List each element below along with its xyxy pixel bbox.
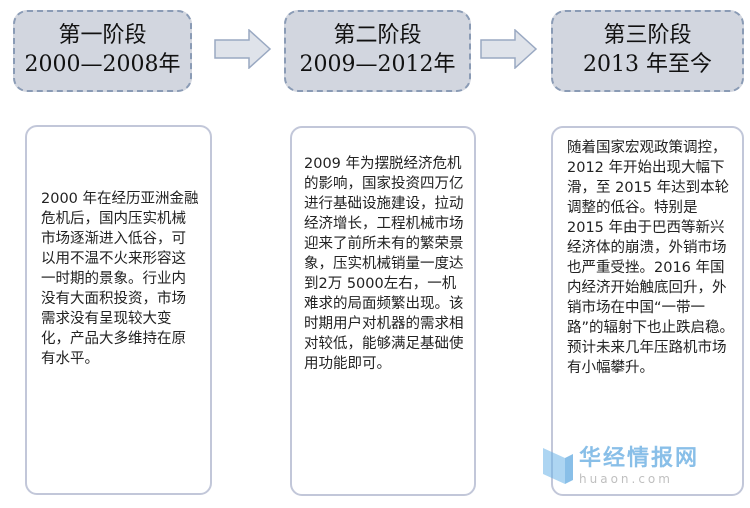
stage-1-box: 第一阶段 2000—2008年: [13, 10, 192, 92]
arrow-right-icon: [214, 29, 272, 69]
stage-2-description-box: 2009 年为摆脱经济危机的影响，国家投资四万亿进行基础设施建设，拉动经济增长，…: [290, 126, 476, 496]
stage-2-period: 2009—2012年: [299, 52, 456, 77]
stage-3-description: 随着国家宏观政策调控，2012 年开始出现大幅下滑，至 2015 年达到本轮调整…: [567, 140, 735, 376]
stage-1-description-box: 2000 年在经历亚洲金融危机后，国内压实机械市场逐渐进入低谷，可以用不温不火来…: [25, 125, 212, 495]
stage-2-box: 第二阶段 2009—2012年: [284, 10, 471, 92]
stage-1-title: 第一阶段: [58, 23, 147, 49]
stage-3-description-box: 随着国家宏观政策调控，2012 年开始出现大幅下滑，至 2015 年达到本轮调整…: [551, 126, 744, 496]
stage-1-description: 2000 年在经历亚洲金融危机后，国内压实机械市场逐渐进入低谷，可以用不温不火来…: [41, 191, 199, 367]
stage-2-description: 2009 年为摆脱经济危机的影响，国家投资四万亿进行基础设施建设，拉动经济增长，…: [304, 156, 464, 372]
stage-2-title: 第二阶段: [333, 23, 422, 49]
arrow-right-icon: [480, 29, 538, 69]
stage-3-box: 第三阶段 2013 年至今: [551, 10, 744, 92]
stage-3-period: 2013 年至今: [583, 52, 712, 77]
stage-1-period: 2000—2008年: [24, 52, 181, 77]
stage-3-title: 第三阶段: [603, 23, 692, 49]
